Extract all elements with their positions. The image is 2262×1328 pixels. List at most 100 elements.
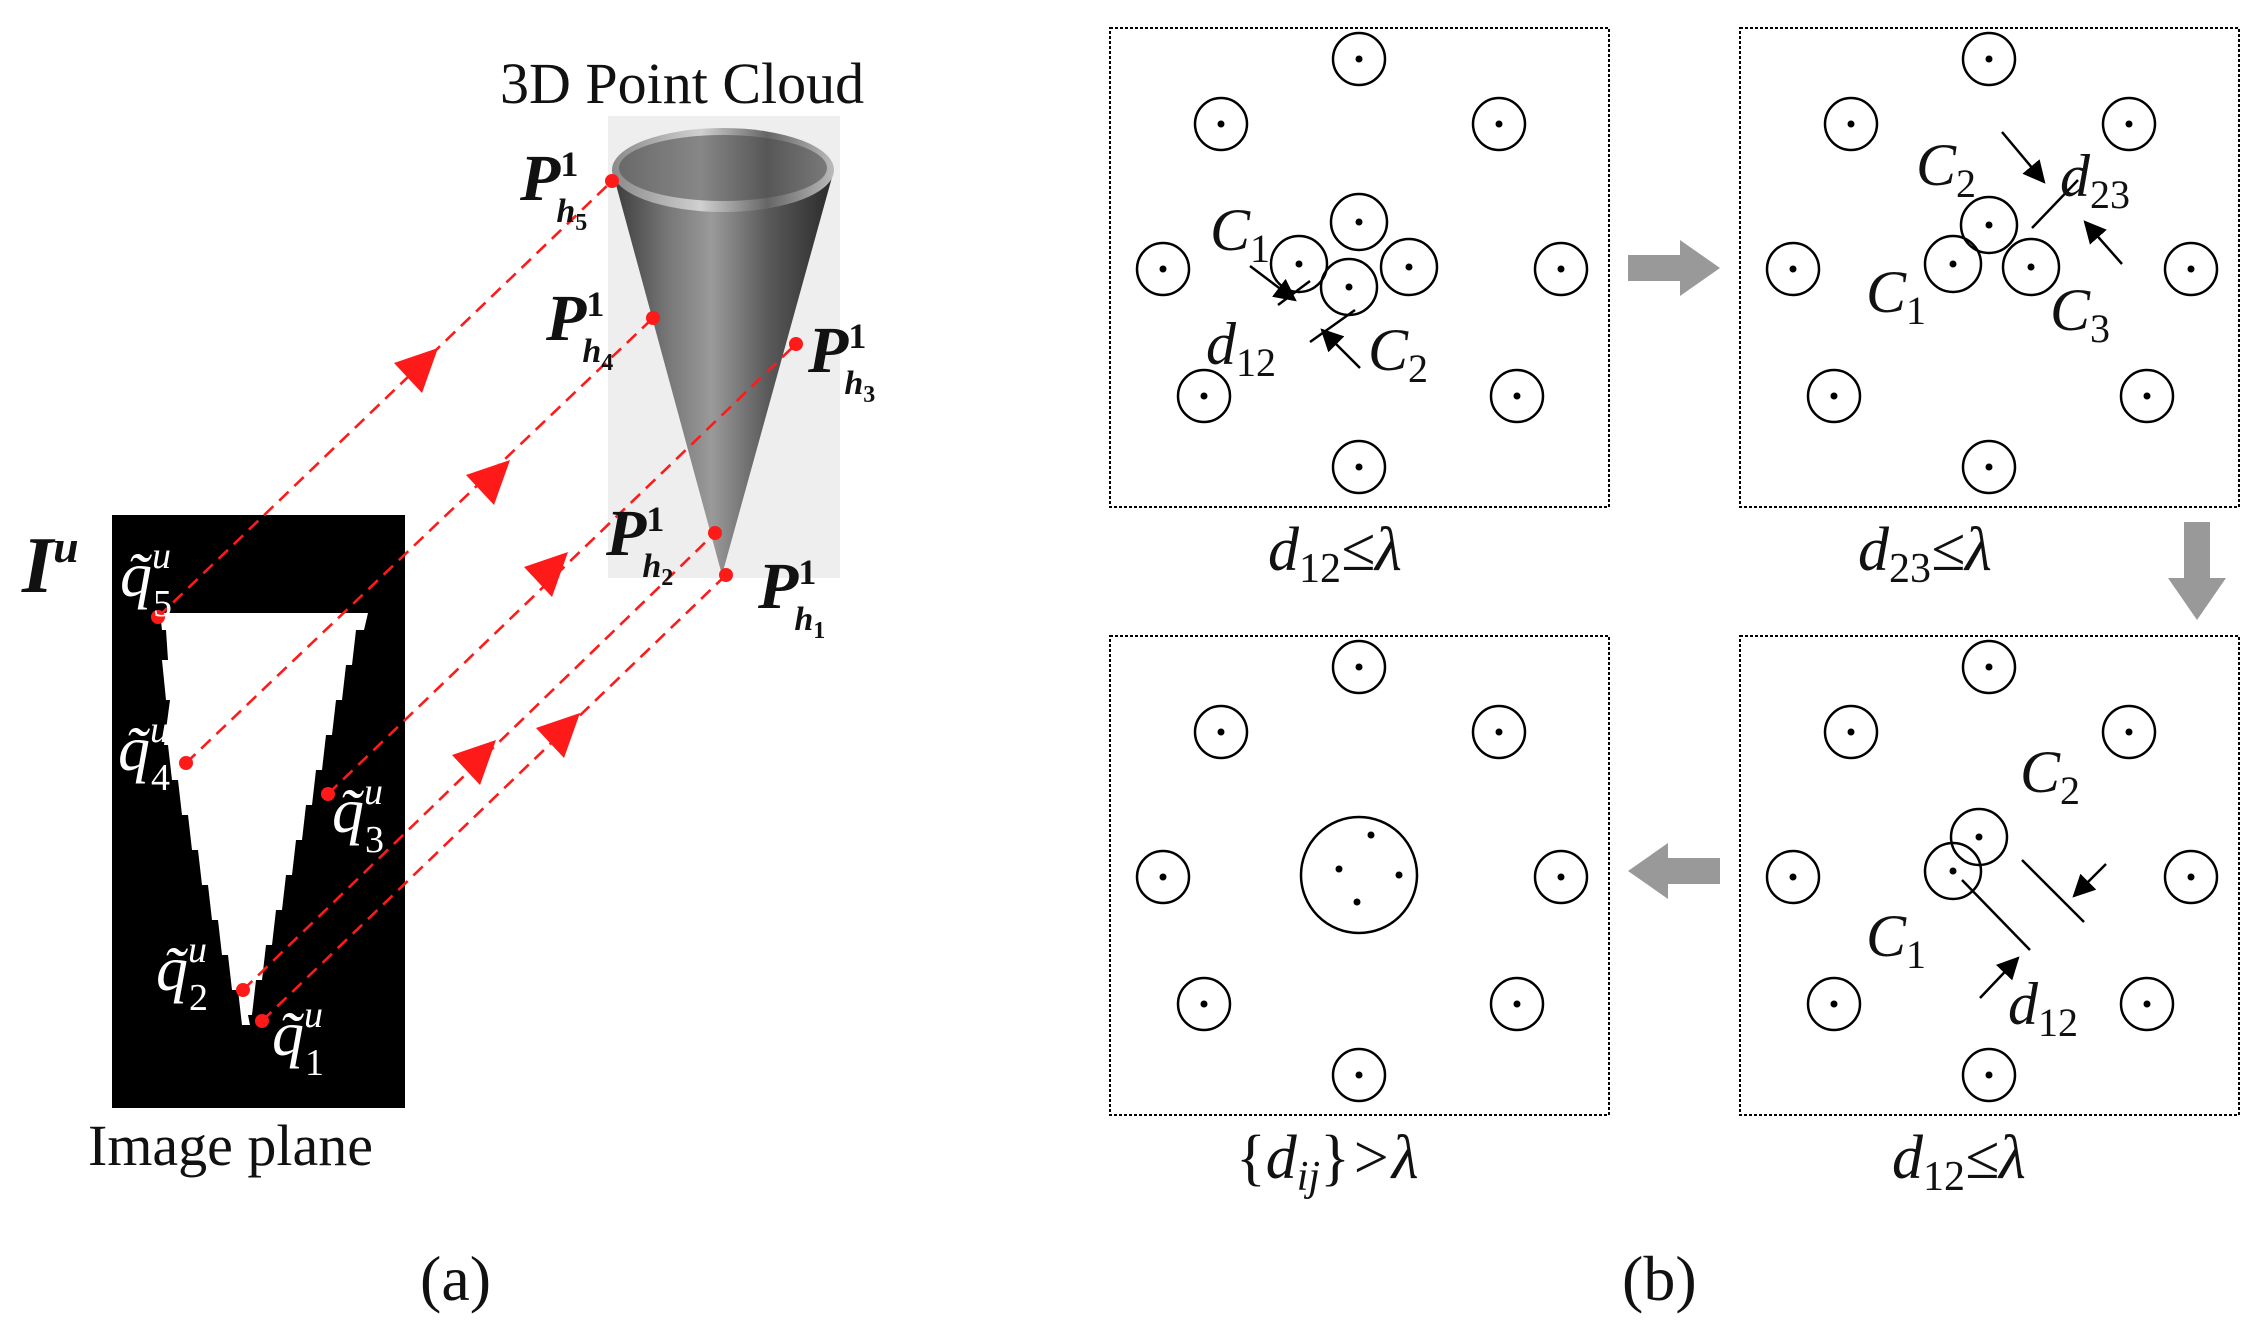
cluster-point (1355, 55, 1363, 63)
cluster-point (1200, 1000, 1208, 1008)
p1-dot (719, 568, 733, 582)
step1-c2-label: C2 (1368, 317, 1428, 391)
cluster-point (1159, 873, 1167, 881)
step2-box (1739, 27, 2240, 508)
cluster-point (1513, 1000, 1521, 1008)
final-cluster-circle (1299, 815, 1419, 935)
step3-caption: d12≤λ (1892, 1124, 2026, 1200)
cluster-circle (1331, 1047, 1387, 1103)
cluster-circle (1193, 96, 1249, 152)
merged-circle (1923, 841, 1983, 901)
cluster-point (2143, 392, 2151, 400)
merged-point (1975, 833, 1983, 841)
cluster-circle (1533, 241, 1589, 297)
cluster-circle (1961, 439, 2017, 495)
p4-dot (646, 311, 660, 325)
cloud-title: 3D Point Cloud (500, 51, 864, 116)
cluster-circle (1193, 704, 1249, 760)
cluster-point (1789, 265, 1797, 273)
ray-4-arrow (466, 460, 510, 505)
panel-b (1109, 27, 2240, 1116)
merged-point (1405, 263, 1413, 271)
cluster-point (1217, 120, 1225, 128)
cluster-point (1513, 392, 1521, 400)
cluster-circle (1765, 849, 1821, 905)
point-markers (151, 174, 803, 1028)
merged-circle (1923, 234, 1983, 294)
flow-arrows (1628, 240, 2226, 899)
cluster-point (1217, 728, 1225, 736)
flow-arrow-left (1628, 843, 1720, 899)
q3-dot (321, 787, 335, 801)
cluster-point (1985, 1071, 1993, 1079)
subfigure-a-label: (a) (420, 1243, 491, 1314)
cluster-circle (1806, 368, 1862, 424)
image-label: Iu (21, 521, 79, 610)
merged-point (1345, 283, 1353, 291)
merged-circle (1949, 807, 2009, 867)
cone-body (612, 170, 834, 575)
ray-1-arrow (536, 713, 580, 758)
p5-dot (605, 174, 619, 188)
cluster-point (1830, 1000, 1838, 1008)
step4-box (1109, 635, 1610, 1116)
cluster-point (1789, 873, 1797, 881)
cluster-point (1985, 55, 1993, 63)
cluster-circle (2163, 849, 2219, 905)
p3-dot (789, 337, 803, 351)
merged-point (1355, 218, 1363, 226)
cluster-circle (1331, 439, 1387, 495)
cluster-circle (1765, 241, 1821, 297)
merged-point (1949, 260, 1957, 268)
cluster-point (1985, 663, 1993, 671)
ray-2-arrow (452, 740, 496, 785)
flow-arrow-down (2168, 522, 2226, 620)
cluster-point (1847, 728, 1855, 736)
projection-rays (157, 180, 797, 1022)
ray-4 (185, 317, 654, 764)
cluster-point (1830, 392, 1838, 400)
cluster-circle (2101, 96, 2157, 152)
cluster-point (1847, 120, 1855, 128)
cluster-circle (1331, 639, 1387, 695)
merged-point (1295, 260, 1303, 268)
cluster-circle (1823, 96, 1879, 152)
cluster-circle (2119, 976, 2175, 1032)
ray-3 (327, 343, 797, 795)
cluster-circle (1176, 368, 1232, 424)
ray-2 (242, 532, 716, 991)
cluster-circle (1961, 1047, 2017, 1103)
final-cluster-point (1353, 898, 1361, 906)
step2-c1-label: C1 (1866, 259, 1926, 333)
cluster-point (1200, 392, 1208, 400)
ray-5-arrow (394, 348, 438, 393)
step1-d-label: d12 (1206, 311, 1276, 385)
cluster-circle (1176, 976, 1232, 1032)
final-cluster-point (1335, 865, 1343, 873)
cluster-circle (2163, 241, 2219, 297)
step2-c3-label: C3 (2050, 277, 2110, 351)
cluster-circle (1489, 368, 1545, 424)
merged-circle (1329, 192, 1389, 252)
final-cluster-point (1367, 831, 1375, 839)
cluster-point (1159, 265, 1167, 273)
cluster-circle (2101, 704, 2157, 760)
cluster-point (1495, 728, 1503, 736)
ray-1 (261, 574, 727, 1022)
subfigure-b-label: (b) (1622, 1243, 1697, 1314)
cluster-circle (1489, 976, 1545, 1032)
merged-circle (2001, 237, 2061, 297)
cluster-point (1355, 1071, 1363, 1079)
cluster-circle (1135, 849, 1191, 905)
cluster-circle (1823, 704, 1879, 760)
cluster-point (1355, 663, 1363, 671)
